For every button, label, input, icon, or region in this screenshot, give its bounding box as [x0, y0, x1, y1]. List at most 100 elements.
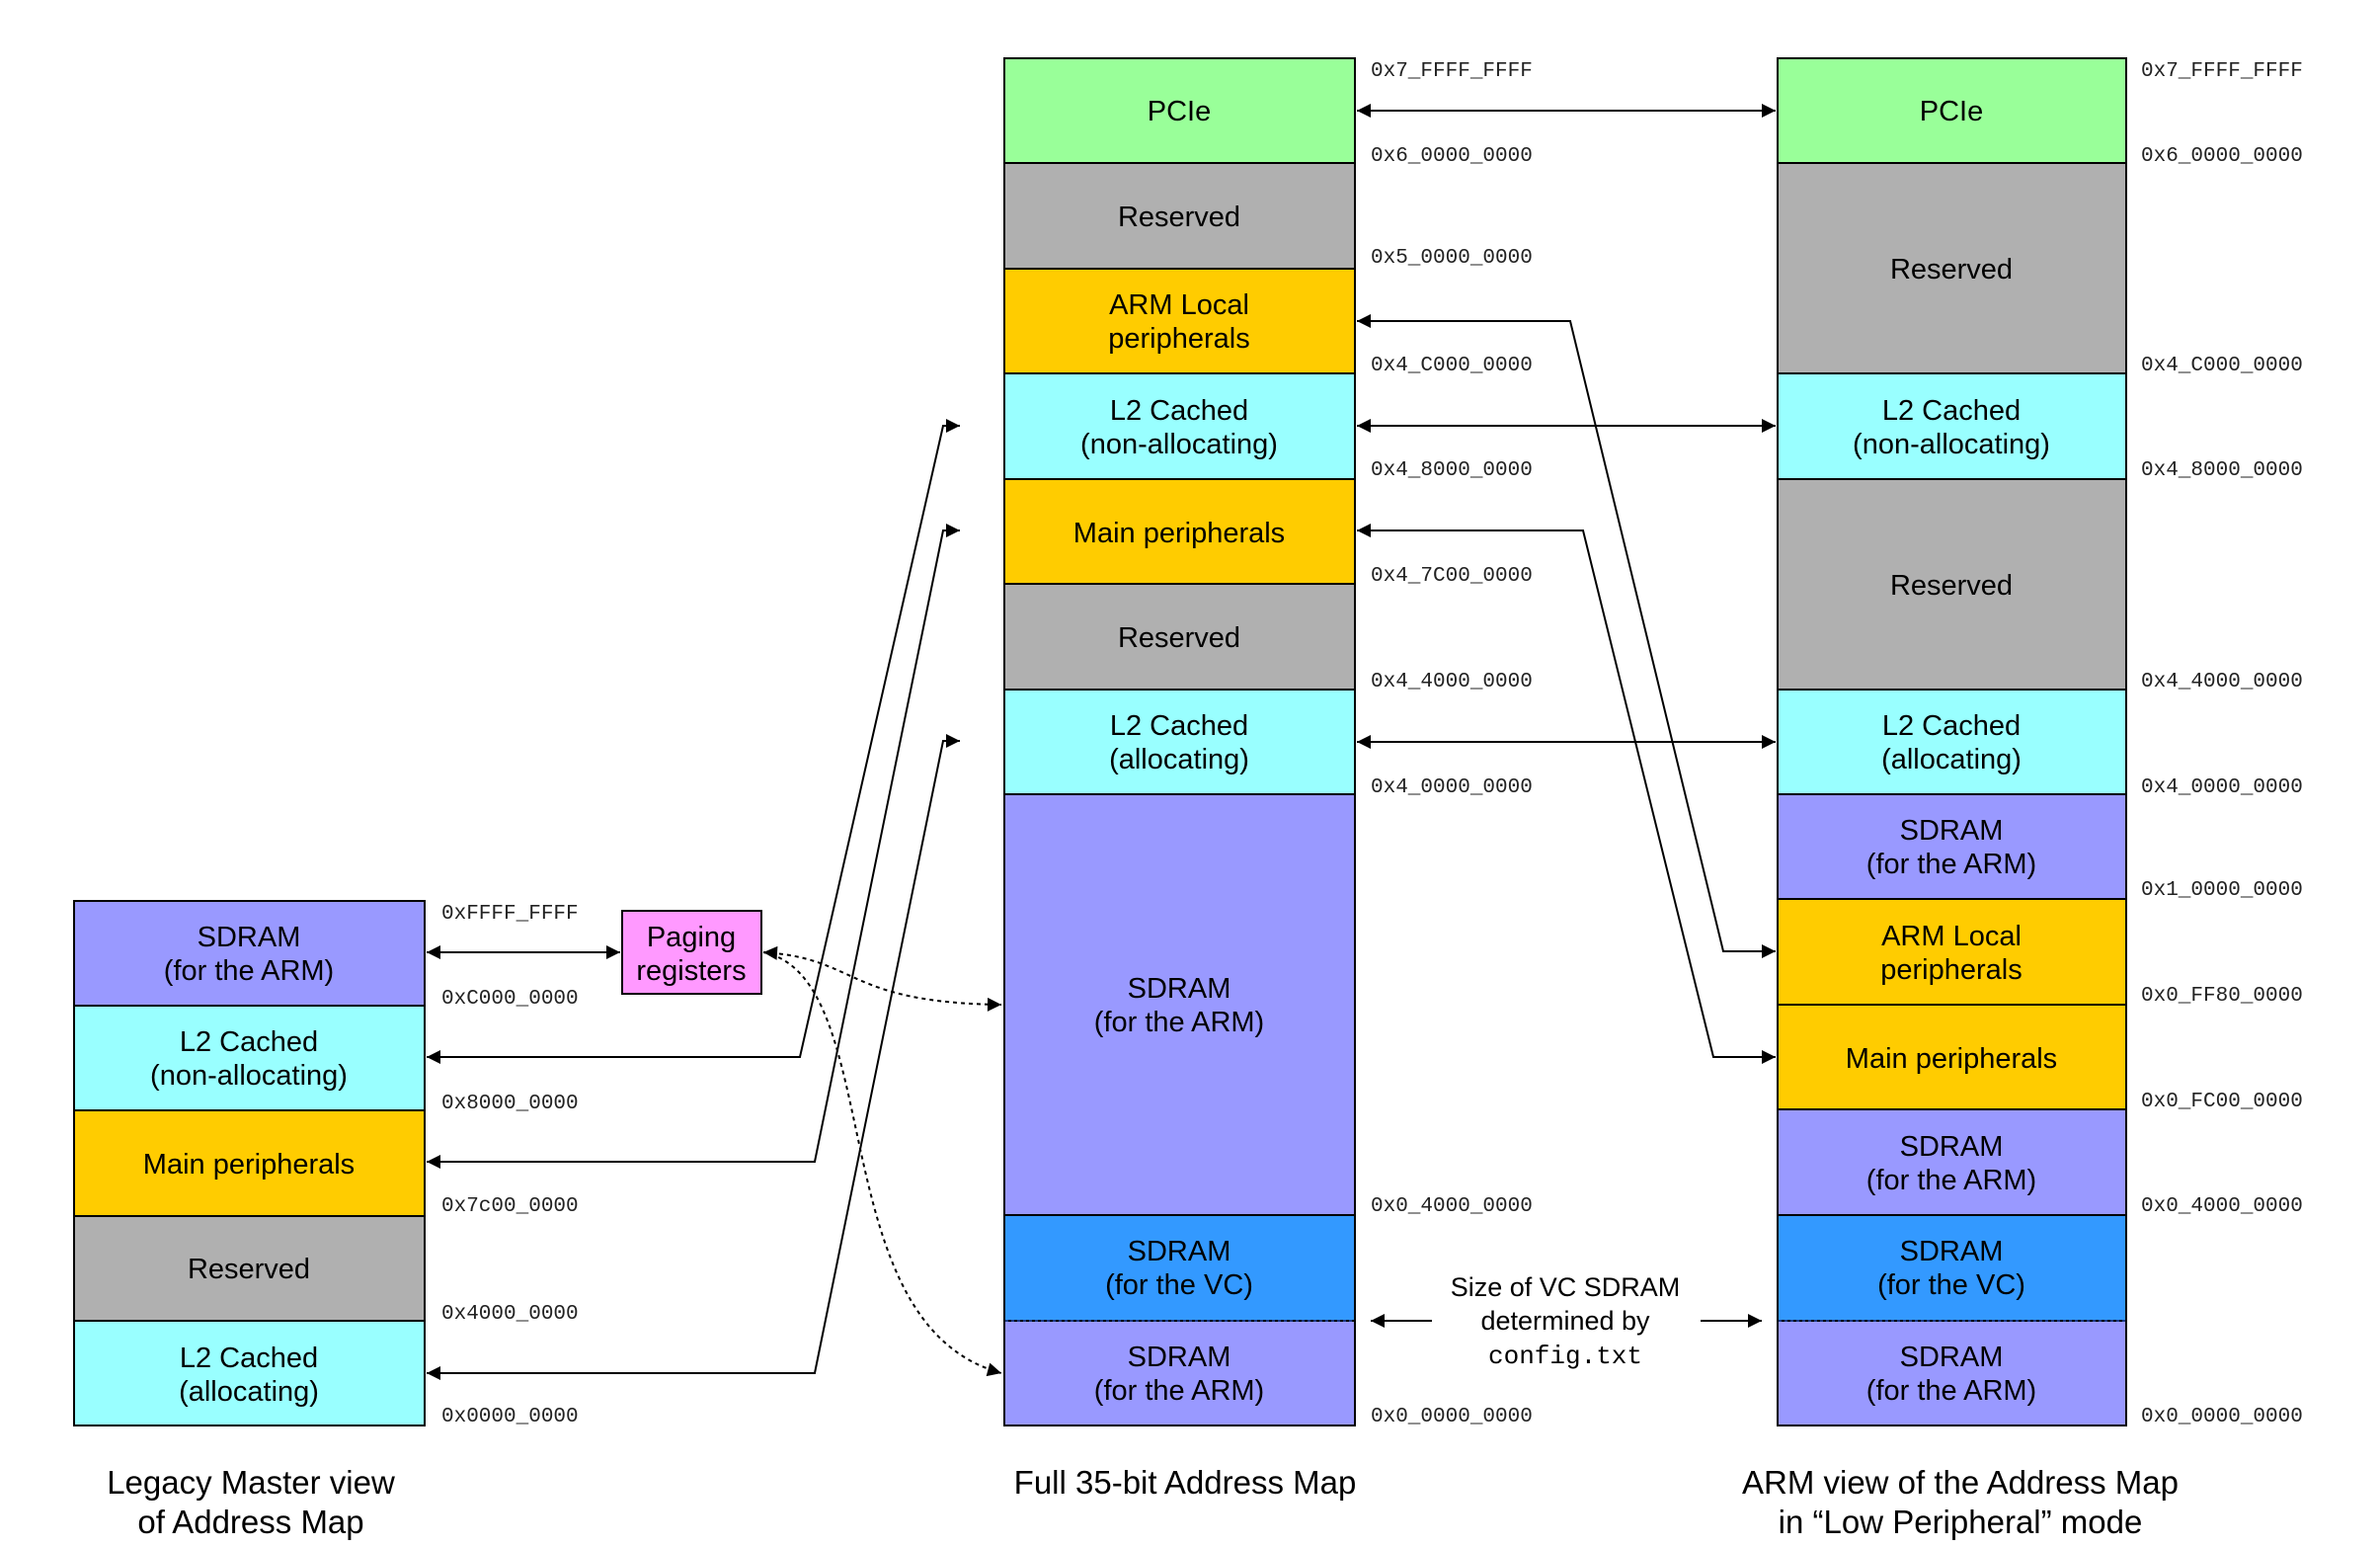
arm-addr-0-fc00-0000: 0x0_FC00_0000	[2141, 1091, 2303, 1113]
full-block-sdram-arm-low-box	[1003, 1320, 1356, 1426]
vc-note-file: config.txt	[1488, 1342, 1642, 1371]
arm-block-l2-alloc: L2 Cached (allocating)	[1777, 689, 2127, 795]
arm-block-arm-local-line2: peripherals	[1880, 954, 2022, 986]
legacy-block-sdram-arm: SDRAM (for the ARM)	[73, 900, 426, 1007]
connector-legacy-main-periph	[427, 524, 960, 1169]
arm-addr-6-0000-0000: 0x6_0000_0000	[2141, 145, 2303, 168]
legacy-block-sdram-arm-box	[73, 900, 426, 1007]
arm-block-sdram-vc-line2: (for the VC)	[1877, 1269, 2025, 1301]
full-block-sdram-vc-box	[1003, 1214, 1356, 1322]
full-block-sdram-arm-low-line1: SDRAM	[1128, 1342, 1231, 1373]
legacy-block-sdram-arm-line1: SDRAM	[198, 922, 301, 953]
full-block-pcie-box	[1003, 57, 1356, 164]
arm-block-arm-local-box	[1777, 898, 2127, 1006]
legacy-addr-ffff-ffff: 0xFFFF_FFFF	[441, 903, 579, 926]
legacy-addr-0000-0000: 0x0000_0000	[441, 1406, 579, 1428]
full-block-l2-nonalloc-line2: (non-allocating)	[1080, 429, 1278, 460]
full-block-arm-local: ARM Local peripherals	[1003, 268, 1356, 374]
arm-block-sdram-arm-high-line1: SDRAM	[1900, 815, 2004, 847]
legacy-block-l2-alloc-line1: L2 Cached	[180, 1343, 318, 1374]
full-block-main-periph-box	[1003, 478, 1356, 585]
full-addr-6-0000-0000: 0x6_0000_0000	[1371, 145, 1533, 168]
legacy-block-l2-nonalloc-line2: (non-allocating)	[150, 1060, 348, 1092]
arm-block-main-periph-line1: Main peripherals	[1846, 1043, 2057, 1075]
arm-block-l2-nonalloc: L2 Cached (non-allocating)	[1777, 372, 2127, 480]
arm-block-pcie-line1: PCIe	[1920, 96, 1983, 127]
arm-block-main-periph-box	[1777, 1004, 2127, 1110]
arm-block-l2-nonalloc-line1: L2 Cached	[1882, 395, 2021, 427]
full-block-sdram-vc-line1: SDRAM	[1128, 1236, 1231, 1267]
arm-block-reserved-lower-box	[1777, 478, 2127, 691]
full-block-reserved-lower: Reserved	[1003, 583, 1356, 691]
full-block-reserved-upper-line1: Reserved	[1118, 202, 1240, 233]
paging-registers-line2: registers	[636, 955, 746, 987]
full-block-arm-local-line1: ARM Local	[1109, 289, 1249, 321]
arm-block-sdram-arm-mid-line2: (for the ARM)	[1866, 1165, 2036, 1196]
legacy-block-l2-nonalloc-line1: L2 Cached	[180, 1026, 318, 1058]
paging-registers-box: Paging registers	[621, 910, 762, 995]
full-addr-7-ffff-ffff: 0x7_FFFF_FFFF	[1371, 60, 1533, 83]
legacy-block-main-periph-line1: Main peripherals	[143, 1149, 355, 1181]
connectors	[427, 104, 1776, 1380]
arm-block-sdram-arm-low-line2: (for the ARM)	[1866, 1375, 2036, 1407]
full-addr-4-0000-0000: 0x4_0000_0000	[1371, 776, 1533, 799]
arm-addr-4-c000-0000: 0x4_C000_0000	[2141, 355, 2303, 377]
vc-note-line1: Size of VC SDRAM	[1451, 1272, 1681, 1302]
arm-block-arm-local-line1: ARM Local	[1881, 921, 2022, 952]
full-addr-4-c000-0000: 0x4_C000_0000	[1371, 355, 1533, 377]
arm-block-sdram-arm-low: SDRAM (for the ARM)	[1777, 1320, 2127, 1426]
arm-addr-4-8000-0000: 0x4_8000_0000	[2141, 459, 2303, 482]
full-block-pcie-line1: PCIe	[1148, 96, 1211, 127]
legacy-block-l2-nonalloc: L2 Cached (non-allocating)	[73, 1005, 426, 1111]
full-block-arm-local-box	[1003, 268, 1356, 374]
full-addr-4-4000-0000: 0x4_4000_0000	[1371, 671, 1533, 693]
legacy-addr-4000-0000: 0x4000_0000	[441, 1303, 579, 1326]
arm-block-reserved-upper-box	[1777, 162, 2127, 374]
full-block-sdram-vc: SDRAM (for the VC)	[1003, 1214, 1356, 1322]
arm-block-l2-nonalloc-box	[1777, 372, 2127, 480]
legacy-addr-c000-0000: 0xC000_0000	[441, 988, 579, 1011]
full-addr-0-0000-0000: 0x0_0000_0000	[1371, 1406, 1533, 1428]
arm-block-sdram-vc-box	[1777, 1214, 2127, 1322]
connector-paging-sdram-low	[762, 951, 1002, 1377]
arm-addr-4-4000-0000: 0x4_4000_0000	[2141, 671, 2303, 693]
full-block-l2-nonalloc-box	[1003, 372, 1356, 480]
legacy-block-l2-alloc-line2: (allocating)	[179, 1376, 319, 1408]
full-block-l2-alloc-box	[1003, 689, 1356, 795]
arm-block-l2-nonalloc-line2: (non-allocating)	[1853, 429, 2050, 460]
full-caption: Full 35-bit Address Map	[1014, 1464, 1357, 1501]
legacy-block-main-periph-box	[73, 1109, 426, 1217]
arm-block-sdram-arm-low-line1: SDRAM	[1900, 1342, 2004, 1373]
arm-block-sdram-arm-mid-line1: SDRAM	[1900, 1131, 2004, 1163]
full-block-reserved-lower-line1: Reserved	[1118, 622, 1240, 654]
arm-block-sdram-arm-mid-box	[1777, 1108, 2127, 1216]
legacy-block-reserved: Reserved	[73, 1215, 426, 1322]
arm-block-reserved-lower-line1: Reserved	[1890, 570, 2013, 602]
full-addr-4-8000-0000: 0x4_8000_0000	[1371, 459, 1533, 482]
full-block-main-periph-line1: Main peripherals	[1073, 518, 1285, 549]
full-block-sdram-arm-high-box	[1003, 793, 1356, 1216]
arm-block-pcie: PCIe	[1777, 57, 2127, 164]
connector-paging-sdram-high	[762, 945, 1002, 1012]
arm-addr-0-4000-0000: 0x0_4000_0000	[2141, 1195, 2303, 1218]
arm-block-sdram-vc: SDRAM (for the VC)	[1777, 1214, 2127, 1322]
arm-block-reserved-upper-line1: Reserved	[1890, 254, 2013, 285]
full-block-sdram-vc-line2: (for the VC)	[1105, 1269, 1253, 1301]
full-block-sdram-arm-high-line2: (for the ARM)	[1094, 1007, 1264, 1038]
arm-map: PCIe Reserved L2 Cached (non-allocating)…	[1742, 57, 2303, 1540]
full-block-reserved-upper: Reserved	[1003, 162, 1356, 270]
arm-block-reserved-upper: Reserved	[1777, 162, 2127, 374]
full-block-sdram-arm-high: SDRAM (for the ARM)	[1003, 793, 1356, 1216]
arm-caption-line2: in “Low Peripheral” mode	[1779, 1504, 2143, 1540]
legacy-block-l2-alloc-box	[73, 1320, 426, 1426]
full-block-main-periph: Main peripherals	[1003, 478, 1356, 585]
legacy-block-l2-nonalloc-box	[73, 1005, 426, 1111]
legacy-addr-7c00-0000: 0x7c00_0000	[441, 1195, 579, 1218]
full-block-sdram-arm-low: SDRAM (for the ARM)	[1003, 1320, 1356, 1426]
connector-arm-local-remap	[1357, 314, 1776, 958]
legacy-block-main-periph: Main peripherals	[73, 1109, 426, 1217]
legacy-block-l2-alloc: L2 Cached (allocating)	[73, 1320, 426, 1426]
full-addr-4-7c00-0000: 0x4_7C00_0000	[1371, 565, 1533, 588]
arm-addr-0-0000-0000: 0x0_0000_0000	[2141, 1406, 2303, 1428]
